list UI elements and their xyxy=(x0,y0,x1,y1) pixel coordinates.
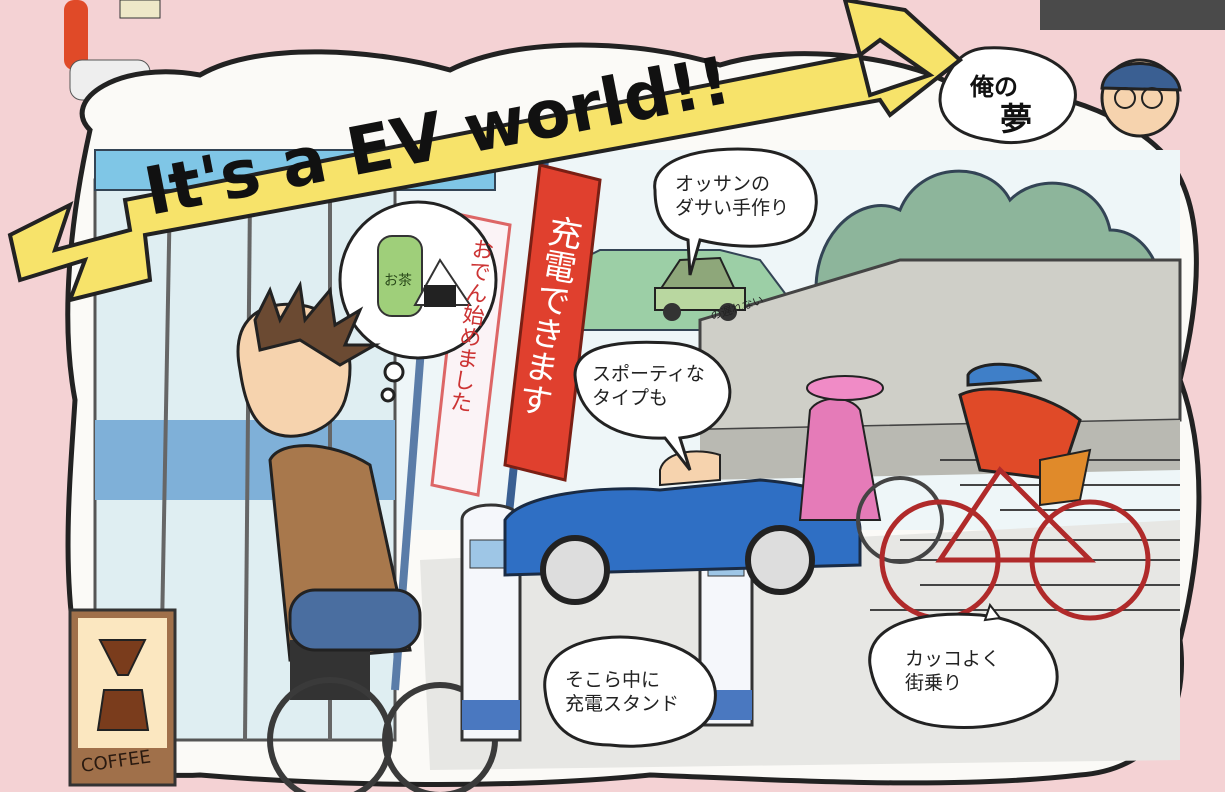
charging-flag xyxy=(503,163,602,482)
glasses-left xyxy=(1114,87,1136,109)
sporty-line-2: タイプも xyxy=(592,387,669,409)
small-car-body xyxy=(654,287,746,311)
handmade-bubble xyxy=(653,147,818,276)
dreamer-cap xyxy=(1100,62,1182,92)
cool-line-2: 街乗り xyxy=(905,672,963,694)
woman-bike-wheel xyxy=(856,476,944,564)
coffee-pot-icon xyxy=(96,639,150,731)
sporty-line-1: スポーティな xyxy=(592,363,705,385)
stand-bubble xyxy=(543,635,717,748)
stand-left-screen xyxy=(469,539,511,569)
cool-bubble-tail xyxy=(983,602,1002,622)
sporty-bubble xyxy=(573,340,732,471)
stand-line-1: そこら中に xyxy=(565,669,661,691)
dream-line-2: 夢 xyxy=(1000,100,1032,138)
title-banner xyxy=(7,0,964,303)
dream-speech-bubble xyxy=(938,46,1077,145)
sporty-bubble-text: スポーティな タイプも xyxy=(592,362,705,410)
car-wheel-front xyxy=(540,535,610,605)
small-car-wheel-1 xyxy=(663,303,681,321)
thought-dot-2 xyxy=(380,387,396,403)
cyclist-shorts xyxy=(1039,448,1092,507)
glasses-right xyxy=(1141,87,1163,109)
stand-bubble-text: そこら中に 充電スタンド xyxy=(565,668,679,716)
cone-top xyxy=(64,0,88,70)
box-top xyxy=(119,0,161,19)
handmade-bubble-text: オッサンの ダサい手作り xyxy=(675,172,789,220)
car-wheel-rear xyxy=(745,525,815,595)
tea-label: お茶 xyxy=(384,273,412,289)
nori-wrap xyxy=(424,285,456,307)
cool-line-1: カッコよく xyxy=(905,648,1001,670)
cool-bubble-text: カッコよく 街乗り xyxy=(905,647,1000,695)
handmade-line-2: ダサい手作り xyxy=(675,197,790,219)
laptop-top xyxy=(1040,0,1225,30)
handlebar-bag xyxy=(288,588,422,652)
thought-dot-1 xyxy=(383,361,405,383)
stand-left-base xyxy=(462,700,520,730)
tea-bottle-icon xyxy=(377,235,423,317)
cool-bubble xyxy=(868,612,1059,729)
cyclist-helmet xyxy=(966,362,1043,387)
stand-line-2: 充電スタンド xyxy=(565,693,680,715)
handmade-line-1: オッサンの xyxy=(675,173,771,195)
small-car-wheel-2 xyxy=(719,303,737,321)
woman-hat xyxy=(806,375,884,401)
dream-line-1: 俺の xyxy=(969,73,1018,101)
man-hair xyxy=(253,280,381,367)
wall-base xyxy=(700,420,1180,480)
